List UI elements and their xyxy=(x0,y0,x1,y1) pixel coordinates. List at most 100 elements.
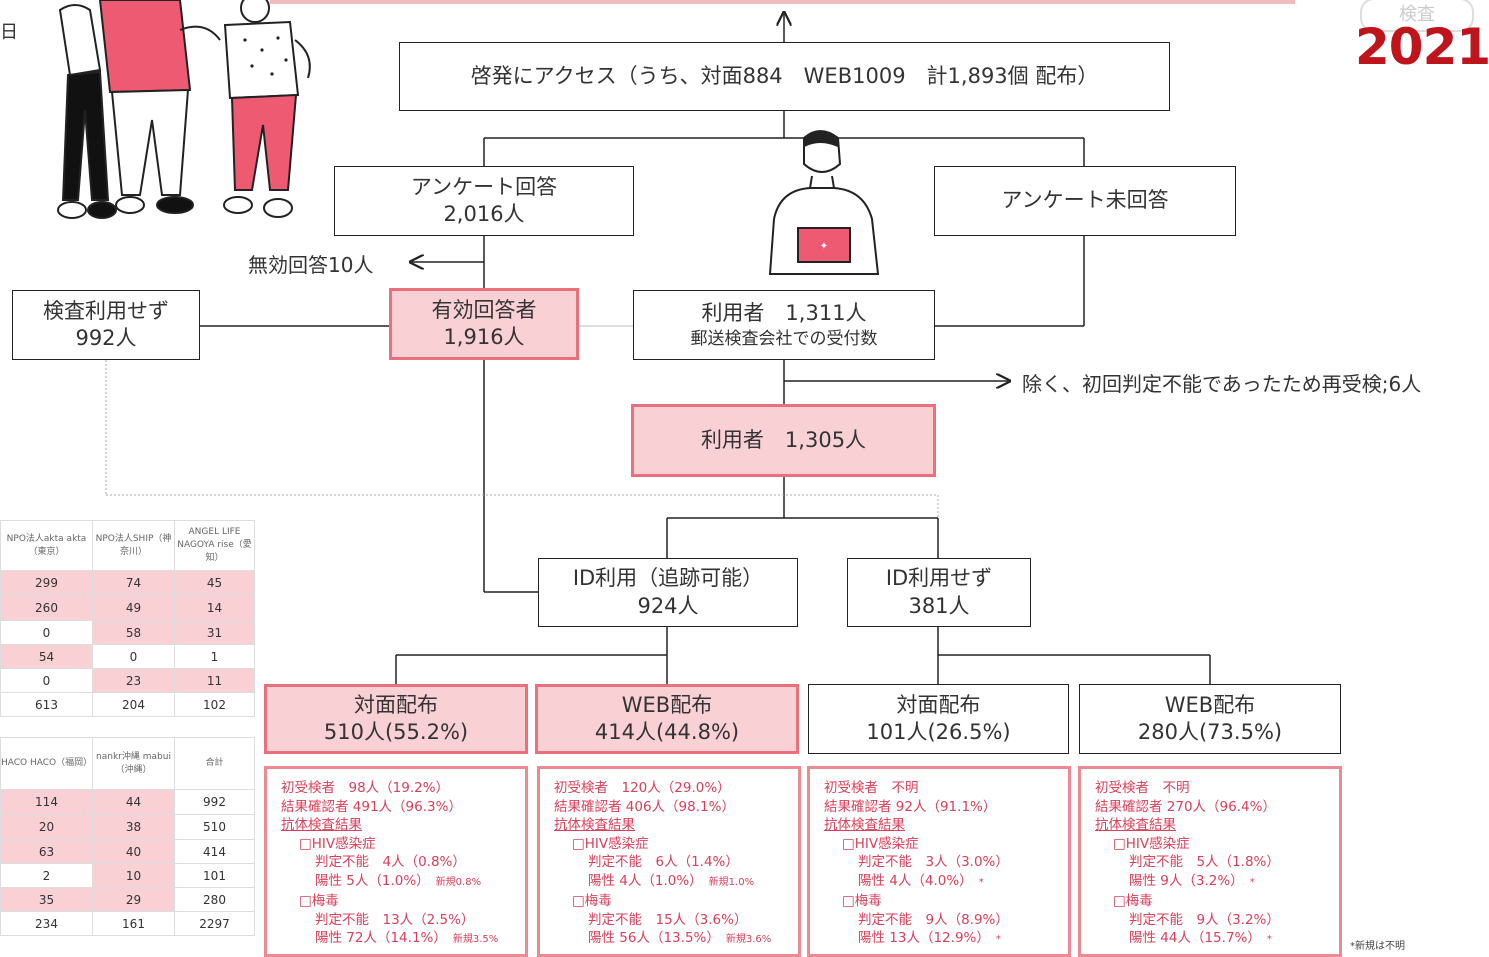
syphilis-undetermined: 判定不能 9人（3.2%） xyxy=(1129,911,1280,928)
leaf-label: 対面配布 xyxy=(896,692,981,717)
hiv-positive-text: 陽性 9人（3.2%） xyxy=(1129,872,1244,889)
svg-text:✦: ✦ xyxy=(820,241,828,252)
valid-respondents-box: 有効回答者 1,916人 xyxy=(389,288,579,360)
survey-answered-label: アンケート回答 xyxy=(410,174,558,199)
syphilis-positive: 陽性 44人（15.7%） * xyxy=(1095,929,1339,950)
table-cell: 414 xyxy=(174,839,255,864)
hiv-positive-text: 陽性 4人（1.0%） xyxy=(588,872,703,889)
table-cell: 44 xyxy=(92,789,175,815)
detail-panel-3: 初受検者 不明 結果確認者 92人（91.1%） 抗体検査結果 □HIV感染症 … xyxy=(807,766,1071,957)
leaf-count: 101人(26.5%) xyxy=(866,720,1011,744)
table-cell: 0 xyxy=(0,668,93,693)
id-unused-count: 381人 xyxy=(908,593,970,618)
table-cell: 49 xyxy=(92,595,175,621)
hiv-new-tag: 新規0.8% xyxy=(435,876,482,888)
table-cell: 2297 xyxy=(174,911,255,936)
leaf-face-to-face-id: 対面配布 510人(55.2%) xyxy=(264,684,528,754)
top-trim-bar xyxy=(270,0,1295,4)
table-cell: 45 xyxy=(174,570,255,596)
footnote: *新規は不明 xyxy=(1350,941,1405,952)
table-cell: 299 xyxy=(0,570,93,596)
table-cell: 0 xyxy=(0,620,93,645)
man-with-tablet-illustration: ✦ xyxy=(768,130,880,275)
leaf-label: WEB配布 xyxy=(1164,692,1256,717)
users-label: 利用者 1,305人 xyxy=(700,427,867,452)
syphilis-heading: □梅毒 xyxy=(1113,893,1153,909)
detail-panel-2: 初受検者 120人（29.0%） 結果確認者 406人（98.1%） 抗体検査結… xyxy=(537,766,801,957)
stamp-icon: 検査 xyxy=(1360,0,1474,32)
table-cell: 101 xyxy=(174,863,255,888)
confirmed-line: 結果確認者 92人（91.1%） xyxy=(824,798,997,815)
antibody-heading: 抗体検査結果 xyxy=(554,817,635,833)
table-cell: 114 xyxy=(0,789,93,815)
syphilis-positive-text: 陽性 72人（14.1%） xyxy=(315,930,447,946)
no-test-count: 992人 xyxy=(75,326,137,350)
users-received-box: 利用者 1,311人 郵送検査会社での受付数 xyxy=(633,290,935,360)
no-test-label: 検査利用せず xyxy=(43,298,169,323)
antibody-heading: 抗体検査結果 xyxy=(824,817,905,833)
id-used-box: ID利用（追跡可能） 924人 xyxy=(538,558,798,627)
hiv-new-tag: * xyxy=(1249,876,1255,888)
syphilis-positive-text: 陽性 44人（15.7%） xyxy=(1129,930,1261,946)
table-cell: 613 xyxy=(0,692,93,717)
table-cell: 0 xyxy=(92,644,175,669)
table-cell: 38 xyxy=(92,814,175,840)
org-table-top: NPO法人akta akta（東京） NPO法人SHIP（神奈川） ANGEL … xyxy=(0,520,255,717)
hiv-undetermined: 判定不能 6人（1.4%） xyxy=(588,854,739,870)
table-cell: 58 xyxy=(92,620,175,645)
hiv-heading: □HIV感染症 xyxy=(842,835,919,852)
first-test-line: 初受検者 120人（29.0%） xyxy=(554,780,731,796)
syphilis-positive-text: 陽性 13人（12.9%） xyxy=(858,930,990,946)
survey-answered-count: 2,016人 xyxy=(443,202,525,226)
id-unused-label: ID利用せず xyxy=(885,566,993,591)
syphilis-undetermined: 判定不能 15人（3.6%） xyxy=(588,911,748,928)
survey-unanswered-label: アンケート未回答 xyxy=(1001,188,1169,213)
distributed-box: 啓発にアクセス（うち、対面884 WEB1009 計1,893個 配布） xyxy=(399,42,1170,111)
first-test-line: 初受検者 不明 xyxy=(824,780,919,796)
table-cell: 63 xyxy=(0,839,93,864)
syphilis-positive: 陽性 72人（14.1%） 新規3.5% xyxy=(281,929,525,950)
syphilis-new-tag: * xyxy=(1266,934,1272,945)
syphilis-new-tag: * xyxy=(995,934,1001,945)
distributed-label: 啓発にアクセス（うち、対面884 WEB1009 計1,893個 配布） xyxy=(470,63,1099,88)
id-used-label: ID利用（追跡可能） xyxy=(572,566,764,591)
table-cell: 1 xyxy=(174,644,255,669)
confirmed-line: 結果確認者 491人（96.3%） xyxy=(281,798,462,815)
table-header: 合計 xyxy=(174,737,255,790)
users-received-label: 利用者 1,311人 xyxy=(701,301,867,326)
table-cell: 40 xyxy=(92,839,175,864)
table-cell: 2 xyxy=(0,863,93,888)
leaf-count: 414人(44.8%) xyxy=(594,720,740,744)
detail-panel-4: 初受検者 不明 結果確認者 270人（96.4%） 抗体検査結果 □HIV感染症… xyxy=(1078,766,1342,957)
leaf-web-noid: WEB配布 280人(73.5%) xyxy=(1079,684,1341,754)
table-cell: 992 xyxy=(174,789,255,815)
hiv-new-tag: * xyxy=(978,876,984,888)
leaf-label: WEB配布 xyxy=(621,692,713,717)
valid-respondents-count: 1,916人 xyxy=(443,325,525,349)
table-cell: 74 xyxy=(92,570,175,596)
leaf-count: 510人(55.2%) xyxy=(323,720,469,744)
table-header: NPO法人akta akta（東京） xyxy=(0,520,93,571)
table-cell: 20 xyxy=(0,814,93,840)
syphilis-new-tag: 新規3.6% xyxy=(725,934,772,945)
hiv-heading: □HIV感染症 xyxy=(299,835,376,852)
leaf-count: 280人(73.5%) xyxy=(1137,720,1283,744)
id-unused-box: ID利用せず 381人 xyxy=(847,558,1031,627)
first-test-line: 初受検者 98人（19.2%） xyxy=(281,780,450,796)
hiv-positive-text: 陽性 4人（4.0%） xyxy=(858,872,973,889)
id-used-count: 924人 xyxy=(637,593,699,618)
year-badge: 2021 xyxy=(1355,18,1489,76)
leaf-label: 対面配布 xyxy=(354,692,438,717)
syphilis-new-tag: 新規3.5% xyxy=(452,934,499,945)
no-test-box: 検査利用せず 992人 xyxy=(12,290,200,360)
syphilis-undetermined: 判定不能 9人（8.9%） xyxy=(858,911,1009,928)
table-cell: 54 xyxy=(0,644,93,669)
table-cell: 29 xyxy=(92,887,175,912)
table-cell: 31 xyxy=(174,620,255,645)
table-cell: 234 xyxy=(0,911,93,936)
hiv-undetermined: 判定不能 3人（3.0%） xyxy=(858,854,1009,870)
table-header: ANGEL LIFE NAGOYA rise（愛知） xyxy=(174,520,255,571)
leaf-face-to-face-noid: 対面配布 101人(26.5%) xyxy=(808,684,1069,754)
